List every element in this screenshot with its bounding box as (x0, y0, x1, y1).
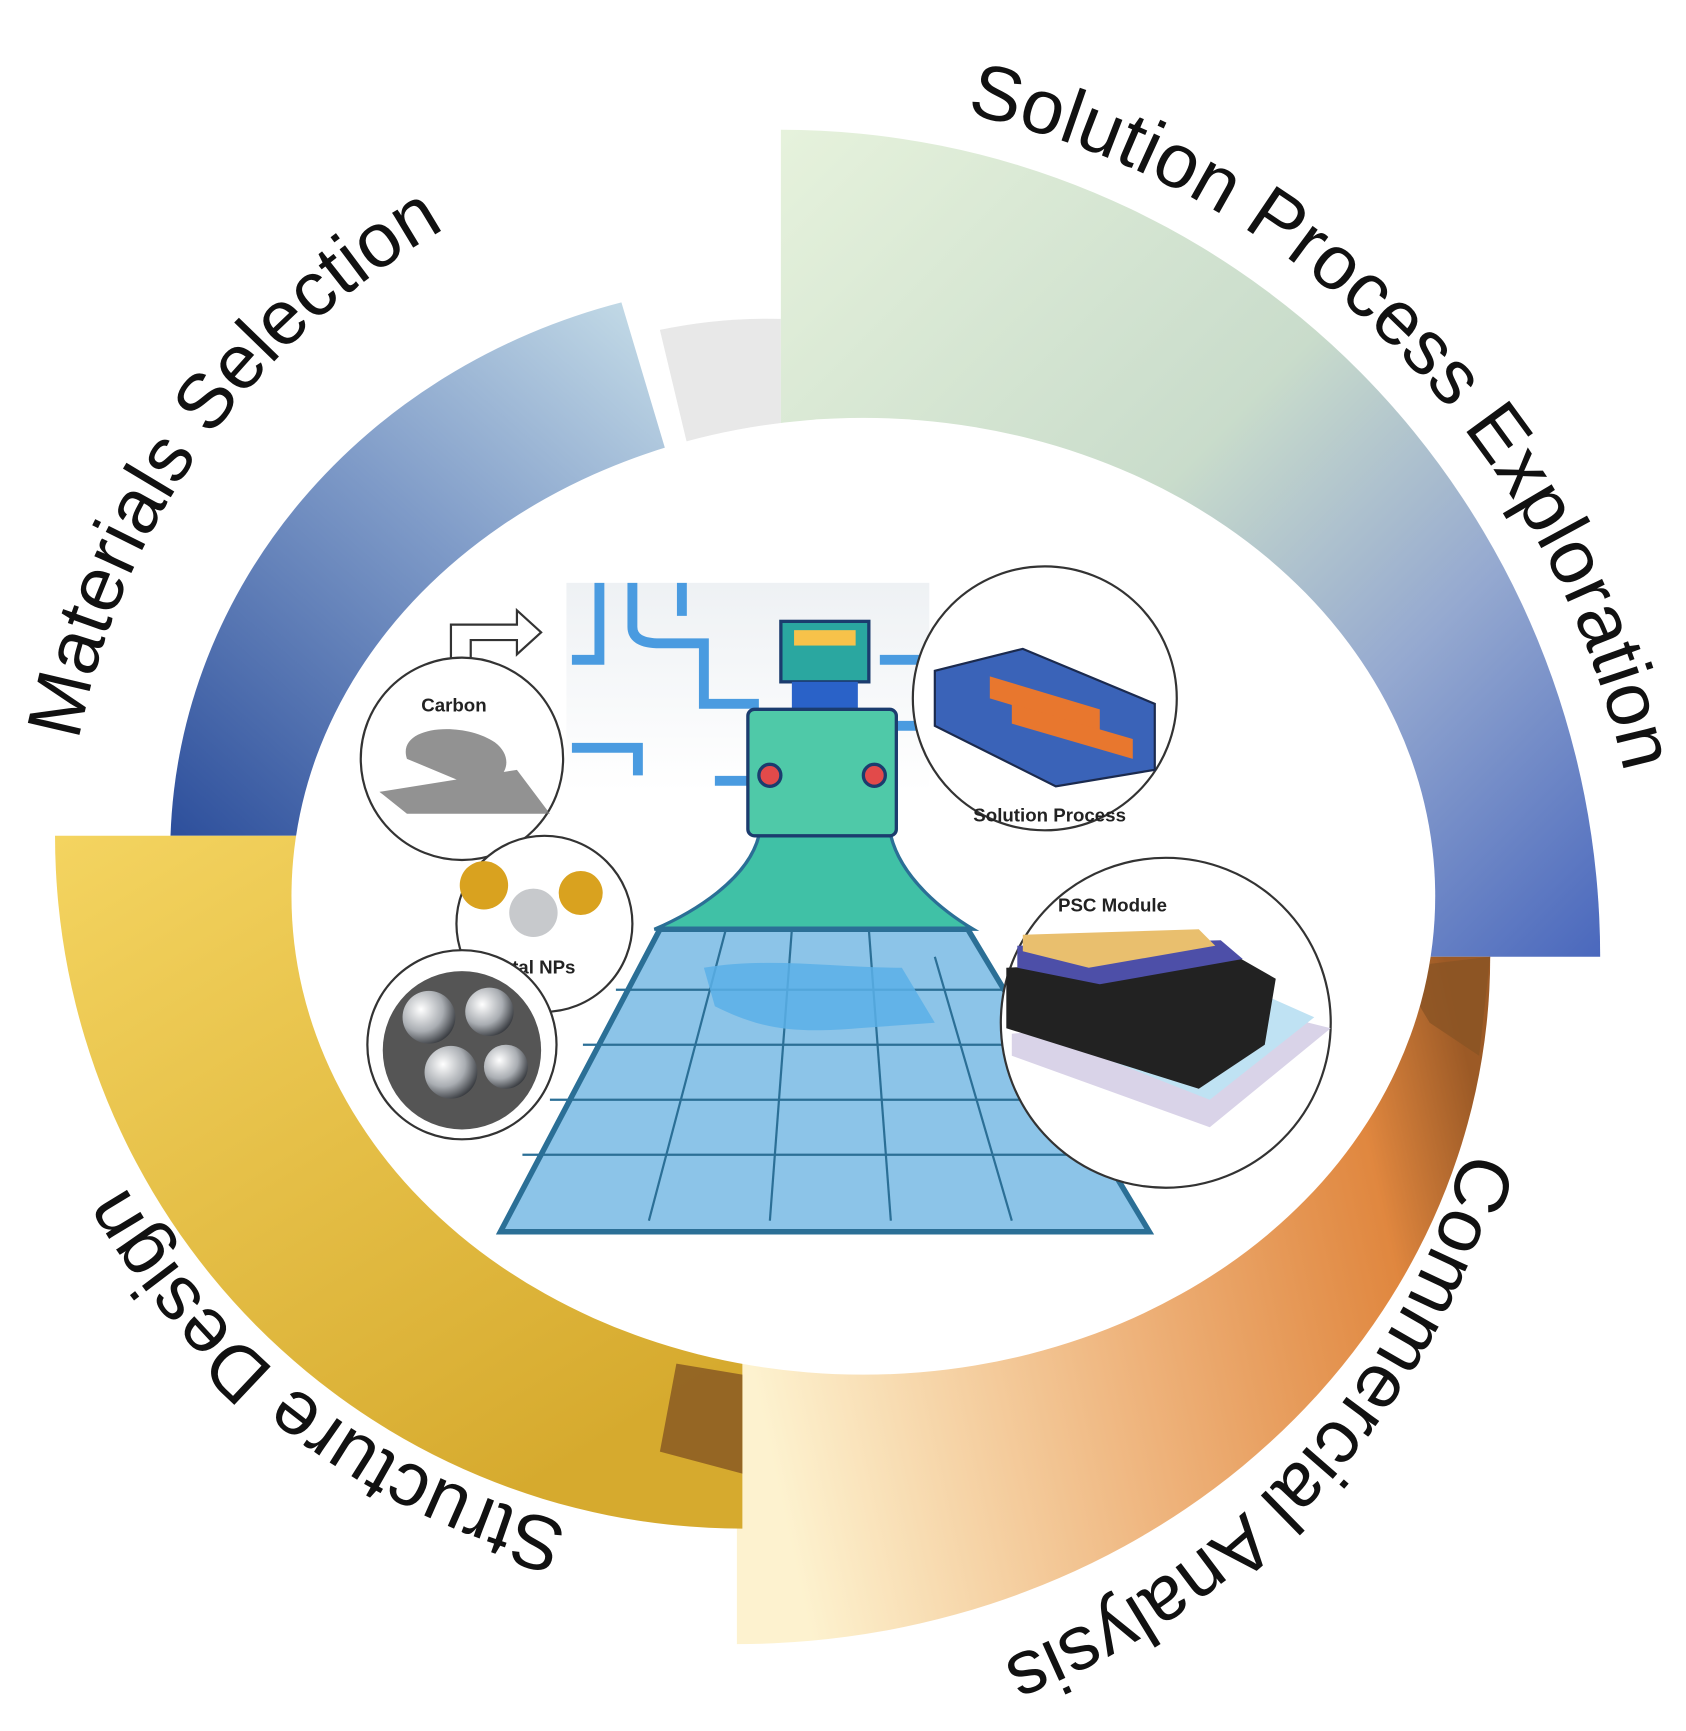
label-carbon: Carbon (421, 695, 486, 716)
knob (861, 762, 887, 788)
knob (757, 762, 783, 788)
pipes (571, 582, 930, 786)
gold-cluster (558, 870, 603, 915)
sphere (483, 1044, 528, 1089)
ink-puddle (703, 962, 935, 1031)
gold-cluster (459, 861, 509, 910)
label-psc-module: PSC Module (1058, 895, 1167, 916)
carbon-nanotube-image (379, 729, 550, 814)
silver-cluster (509, 888, 558, 937)
electrode-layer (1022, 929, 1216, 968)
perovskite-layer (1006, 956, 1276, 1089)
sphere (402, 990, 456, 1044)
label-solution-process: Solution Process (973, 805, 1126, 826)
roller (989, 676, 1100, 732)
shadow (659, 1363, 743, 1474)
nozzle-body (746, 707, 898, 838)
nozzle-display (794, 630, 856, 646)
center-illustration: Carbon Metal NPs Solution Process PSC Mo… (359, 565, 1332, 1235)
sphere (424, 1045, 478, 1099)
sphere (465, 987, 514, 1036)
coated-substrate (495, 926, 1155, 1235)
roller (1011, 703, 1133, 759)
